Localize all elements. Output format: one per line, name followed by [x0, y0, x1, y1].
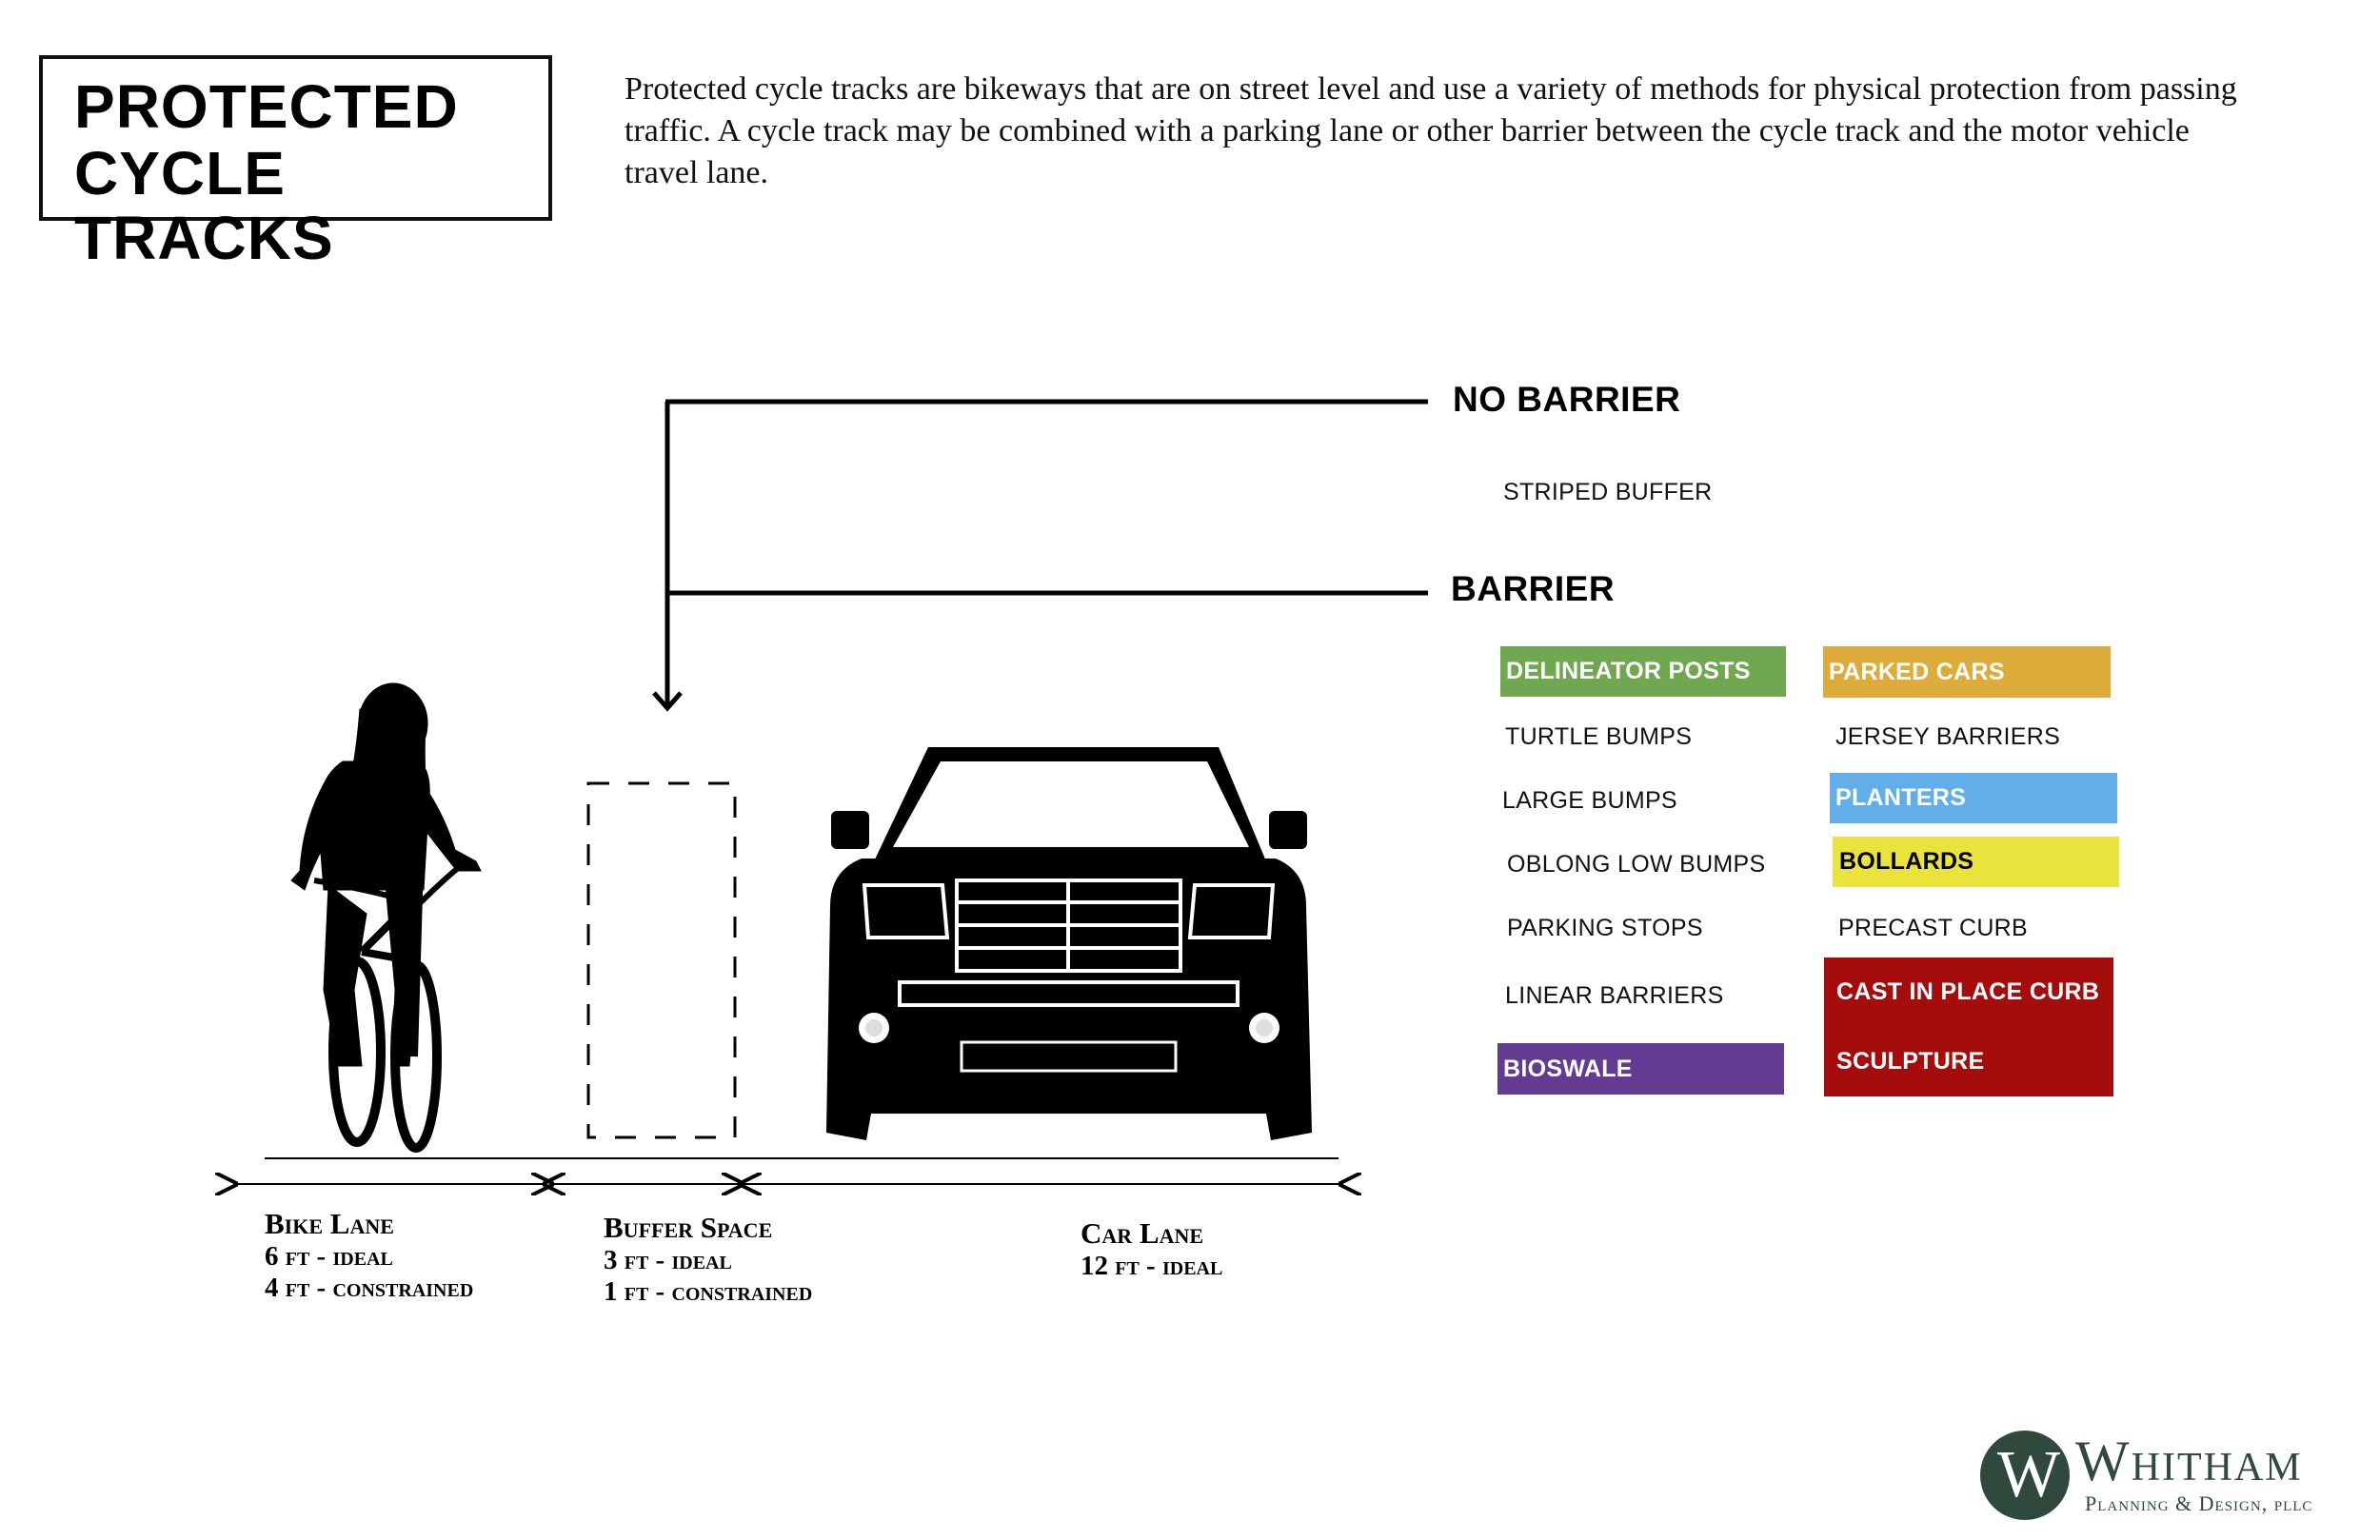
barrier-item-bollards: BOLLARDS — [1833, 837, 2119, 887]
barrier-item-planters: PLANTERS — [1830, 773, 2117, 823]
logo-name: Whitham — [2075, 1430, 2303, 1492]
striped-buffer-label: STRIPED BUFFER — [1503, 479, 1713, 505]
buffer-space-box — [586, 781, 737, 1139]
title-line-1: PROTECTED — [74, 72, 459, 141]
barrier-item-precast-curb: PRECAST CURB — [1838, 915, 2029, 941]
cyclist-icon — [290, 682, 482, 1153]
lane-buffer: Buffer Space 3 ft - ideal 1 ft - constra… — [604, 1211, 812, 1308]
lane-ideal: 3 ft - ideal — [604, 1245, 732, 1275]
barrier-heading: BARRIER — [1451, 569, 1616, 608]
barrier-item-large-bumps: LARGE BUMPS — [1502, 787, 1677, 814]
barrier-item-cast-in-place-curb: CAST IN PLACE CURB — [1824, 958, 2113, 1027]
lane-ideal: 12 ft - ideal — [1081, 1251, 1223, 1281]
title-box: PROTECTED CYCLE TRACKS — [39, 55, 552, 270]
logo-mark-icon — [1980, 1431, 2070, 1520]
barrier-item-oblong-low-bumps: OBLONG LOW BUMPS — [1507, 851, 1766, 878]
no-barrier-heading: NO BARRIER — [1453, 380, 1681, 419]
lane-name: Car Lane — [1081, 1216, 1204, 1250]
leader-lines — [652, 399, 1428, 712]
barrier-item-curb-sculpture-block: CAST IN PLACE CURB SCULPTURE — [1824, 958, 2113, 1096]
lane-car: Car Lane 12 ft - ideal — [1081, 1216, 1222, 1282]
lane-name: Buffer Space — [604, 1211, 773, 1244]
barrier-item-jersey-barriers: JERSEY BARRIERS — [1835, 723, 2061, 750]
barrier-item-turtle-bumps: TURTLE BUMPS — [1505, 723, 1693, 750]
lane-constrained: 1 ft - constrained — [604, 1276, 813, 1307]
lane-ideal: 6 ft - ideal — [265, 1241, 393, 1272]
barrier-item-linear-barriers: LINEAR BARRIERS — [1505, 982, 1724, 1009]
logo-mark-letter: W — [1997, 1438, 2061, 1511]
logo-subtitle: Planning & Design, pllc — [2085, 1491, 2313, 1515]
barrier-item-parking-stops: PARKING STOPS — [1507, 915, 1703, 941]
barrier-item-sculpture: SCULPTURE — [1824, 1027, 2113, 1096]
intro-paragraph: Protected cycle tracks are bikeways that… — [625, 71, 2237, 190]
barrier-item-delineator-posts: DELINEATOR POSTS — [1500, 646, 1786, 697]
lane-name: Bike Lane — [265, 1207, 394, 1240]
lane-constrained: 4 ft - constrained — [265, 1273, 474, 1303]
barrier-item-bioswale: BIOSWALE — [1497, 1043, 1784, 1095]
lane-bike: Bike Lane 6 ft - ideal 4 ft - constraine… — [265, 1207, 473, 1304]
barrier-item-parked-cars: PARKED CARS — [1823, 646, 2111, 698]
car-icon — [826, 747, 1312, 1140]
title-line-2: CYCLE TRACKS — [74, 139, 334, 272]
